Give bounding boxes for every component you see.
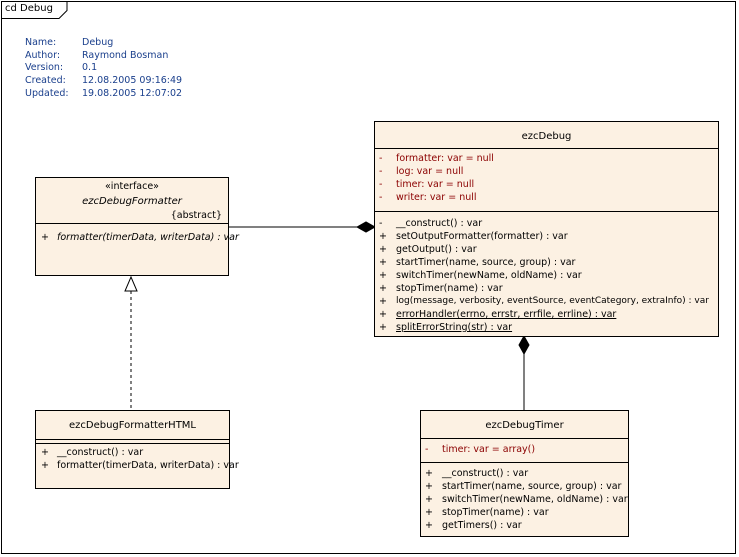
class-ezcdebug[interactable]: ezcDebug - formatter: var = null - log: … xyxy=(374,121,719,337)
op-visibility: + xyxy=(425,481,433,492)
op-visibility: + xyxy=(425,468,433,479)
operation-spliterrorstring: splitErrorString(str) : var xyxy=(396,322,513,333)
operation-switchtimer: switchTimer(newName, oldName) : var xyxy=(396,270,582,281)
stereotype-label: «interface» xyxy=(105,181,159,192)
attr-visibility: - xyxy=(379,153,383,164)
op-visibility: + xyxy=(379,296,387,307)
composition-diamond-formatter xyxy=(355,221,377,233)
operation-getoutput: getOutput() : var xyxy=(396,244,477,255)
meta-created-value: 12.08.2005 09:16:49 xyxy=(82,75,183,86)
operation-construct: __construct() : var xyxy=(396,218,483,229)
operation-errorhandler: errorHandler(errno, errstr, errfile, err… xyxy=(396,309,617,320)
frame-label: cd Debug xyxy=(5,3,53,14)
op-visibility: + xyxy=(41,460,49,471)
op-visibility: + xyxy=(379,270,387,281)
meta-updated-key: Updated: xyxy=(25,88,69,99)
compartment-divider xyxy=(421,438,628,439)
composition-diamond-timer xyxy=(518,334,530,356)
operation-construct: __construct() : var xyxy=(57,447,144,458)
meta-author-key: Author: xyxy=(25,50,61,61)
operation-switchtimer: switchTimer(newName, oldName) : var xyxy=(442,494,628,505)
op-visibility: + xyxy=(379,244,387,255)
operation-gettimers: getTimers() : var xyxy=(442,520,522,531)
attribute-formatter: formatter: var = null xyxy=(396,153,494,164)
class-ezcdebugtimer[interactable]: ezcDebugTimer - timer: var = array() + _… xyxy=(420,410,629,537)
operation-formatter: formatter(timerData, writerData) : var xyxy=(57,232,239,243)
attr-visibility: - xyxy=(425,444,429,455)
class-name: ezcDebugFormatter xyxy=(82,196,182,207)
compartment-divider xyxy=(36,223,228,224)
attribute-timer: timer: var = null xyxy=(396,179,475,190)
meta-name-key: Name: xyxy=(25,37,57,48)
operation-log: log(message, verbosity, eventSource, eve… xyxy=(396,296,709,306)
operation-stoptimer: stopTimer(name) : var xyxy=(442,507,549,518)
class-name: ezcDebugTimer xyxy=(485,420,564,431)
attr-visibility: - xyxy=(379,166,383,177)
meta-version-value: 0.1 xyxy=(82,62,98,73)
meta-updated-value: 19.08.2005 12:07:02 xyxy=(82,88,183,99)
compartment-divider xyxy=(36,439,229,440)
op-visibility: + xyxy=(379,322,387,333)
op-visibility: + xyxy=(41,232,49,243)
class-ezcdebugformatter[interactable]: «interface» ezcDebugFormatter {abstract}… xyxy=(35,177,239,276)
compartment-divider xyxy=(36,443,229,444)
attribute-timer: timer: var = array() xyxy=(442,444,536,455)
operation-starttimer: startTimer(name, source, group) : var xyxy=(396,257,576,268)
attr-visibility: - xyxy=(379,179,383,190)
operation-stoptimer: stopTimer(name) : var xyxy=(396,283,503,294)
class-ezcdebugformatterhtml[interactable]: ezcDebugFormatterHTML + __construct() : … xyxy=(35,410,239,489)
abstract-tag: {abstract} xyxy=(170,210,222,221)
operation-starttimer: startTimer(name, source, group) : var xyxy=(442,481,622,492)
compartment-divider xyxy=(375,211,718,212)
op-visibility: + xyxy=(379,231,387,242)
compartment-divider xyxy=(421,462,628,463)
op-visibility: + xyxy=(379,283,387,294)
realization-arrowhead xyxy=(124,275,138,292)
attribute-log: log: var = null xyxy=(396,166,464,177)
operation-setoutputformatter: setOutputFormatter(formatter) : var xyxy=(396,231,568,242)
frame-tab xyxy=(1,1,68,19)
operation-formatter: formatter(timerData, writerData) : var xyxy=(57,460,239,471)
meta-created-key: Created: xyxy=(25,75,66,86)
op-visibility: + xyxy=(425,494,433,505)
op-visibility: + xyxy=(379,257,387,268)
class-name: ezcDebugFormatterHTML xyxy=(68,420,197,431)
meta-name-value: Debug xyxy=(82,37,114,48)
op-visibility: + xyxy=(379,309,387,320)
op-visibility: - xyxy=(379,218,383,229)
op-visibility: + xyxy=(425,520,433,531)
op-visibility: + xyxy=(425,507,433,518)
meta-version-key: Version: xyxy=(25,62,64,73)
meta-author-value: Raymond Bosman xyxy=(82,50,169,61)
compartment-divider xyxy=(375,148,718,149)
operation-construct: __construct() : var xyxy=(442,468,529,479)
op-visibility: + xyxy=(41,447,49,458)
class-name: ezcDebug xyxy=(521,131,572,142)
attr-visibility: - xyxy=(379,192,383,203)
attribute-writer: writer: var = null xyxy=(396,192,477,203)
